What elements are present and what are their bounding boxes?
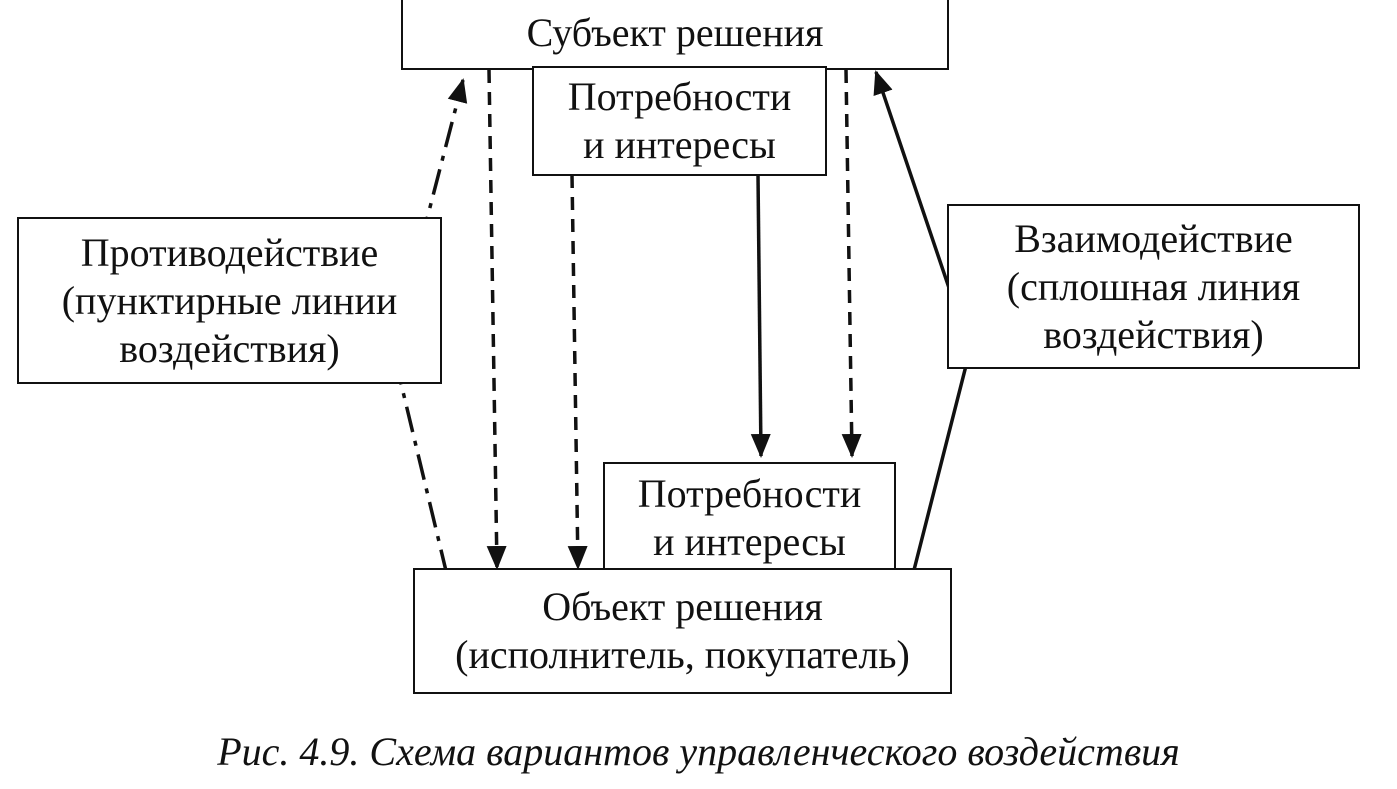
interaction-box: Взаимодействие (сплошная линия воздейств… — [947, 204, 1360, 369]
object-line2: (исполнитель, покупатель) — [455, 632, 910, 677]
counteraction-line1: Противодействие — [80, 229, 379, 275]
object-box: Объект решения (исполнитель, покупатель) — [413, 568, 952, 694]
needs-top-line2: и интересы — [583, 122, 776, 167]
interaction-line1: Взаимодействие — [1014, 215, 1293, 261]
needs-box-bottom: Потребности и интересы — [603, 462, 896, 574]
solid-arrow-needs-to-needs — [750, 174, 771, 458]
subject-box-label: Субъект решения — [526, 10, 824, 55]
counteraction-box: Противодействие (пунктирные линии воздей… — [17, 217, 442, 384]
interaction-line3: воздействия) — [1043, 311, 1264, 357]
dashed-arrow-subject-to-object — [486, 69, 507, 570]
counteraction-line2: (пунктирные линии — [61, 277, 398, 323]
needs-box-top: Потребности и интересы — [532, 66, 827, 176]
needs-bottom-line2: и интересы — [653, 519, 846, 564]
subject-box: Субъект решения — [401, 0, 949, 70]
needs-bottom-line1: Потребности — [637, 471, 862, 516]
needs-top-line1: Потребности — [567, 74, 792, 119]
interaction-line2: (сплошная линия — [1006, 263, 1301, 309]
dashed-arrow-needs-to-object — [567, 174, 588, 570]
dashed-arrow-subject-to-needs — [841, 69, 862, 458]
object-line1: Объект решения — [542, 584, 823, 629]
figure-caption: Рис. 4.9. Схема вариантов управленческог… — [217, 729, 1180, 774]
counteraction-line3: воздействия) — [119, 325, 340, 371]
